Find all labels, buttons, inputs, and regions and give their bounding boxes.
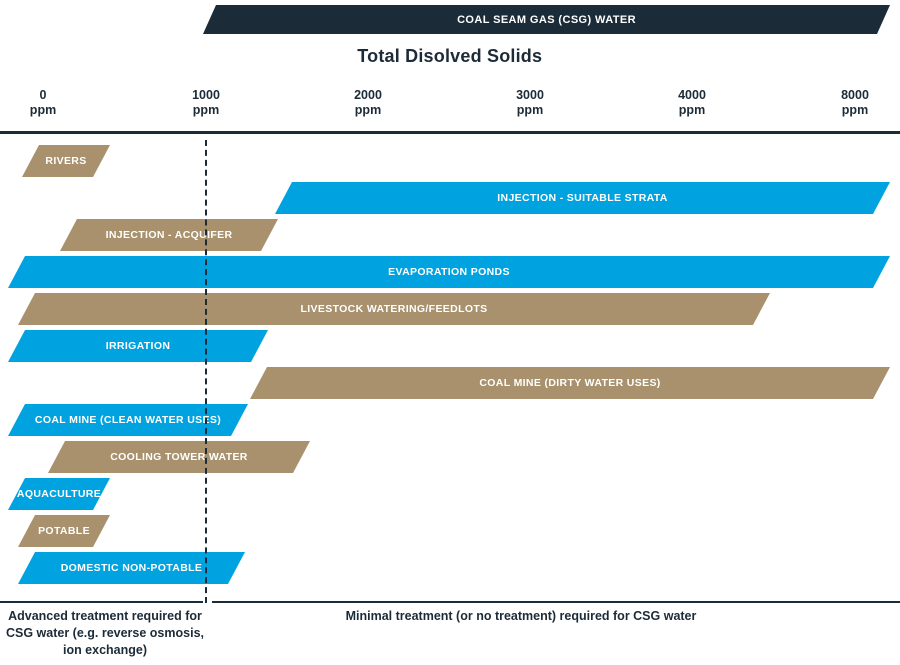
bar-label: COOLING TOWER WATER — [110, 451, 248, 463]
axis-tick-unit: ppm — [516, 103, 544, 117]
bar-aquaculture[interactable]: AQUACULTURE — [8, 478, 110, 510]
axis-tick-unit: ppm — [678, 103, 706, 117]
bar-livestock-watering-feedlots[interactable]: LIVESTOCK WATERING/FEEDLOTS — [18, 293, 770, 325]
bar-label: DOMESTIC NON-POTABLE — [60, 562, 203, 574]
axis-line — [0, 131, 900, 134]
bar-label: AQUACULTURE — [16, 488, 102, 500]
chart-title: Total Disolved Solids — [357, 46, 543, 66]
bar-label: LIVESTOCK WATERING/FEEDLOTS — [300, 303, 488, 315]
bar-coal-mine-clean-water-uses[interactable]: COAL MINE (CLEAN WATER USES) — [8, 404, 248, 436]
threshold-divider-line — [205, 140, 207, 603]
axis-tick-value: 8000 — [841, 88, 869, 102]
bar-injection-acquifer[interactable]: INJECTION - ACQUIFER — [60, 219, 278, 251]
footer-note-minimal-treatment: Minimal treatment (or no treatment) requ… — [345, 609, 697, 623]
bar-cooling-tower-water[interactable]: COOLING TOWER WATER — [48, 441, 310, 473]
bar-label: INJECTION - ACQUIFER — [105, 229, 233, 241]
bar-irrigation[interactable]: IRRIGATION — [8, 330, 268, 362]
header-banner-title: COAL SEAM GAS (CSG) WATER — [457, 13, 636, 26]
axis-tick-unit: ppm — [354, 103, 382, 117]
axis-tick-value: 1000 — [192, 88, 220, 102]
bar-domestic-non-potable[interactable]: DOMESTIC NON-POTABLE — [18, 552, 245, 584]
bar-coal-mine-dirty-water-uses[interactable]: COAL MINE (DIRTY WATER USES) — [250, 367, 890, 399]
axis-tick-unit: ppm — [192, 103, 220, 117]
bars-plot-area: RIVERS INJECTION - SUITABLE STRATA INJECTI… — [0, 140, 900, 600]
bar-injection-suitable-strata[interactable]: INJECTION - SUITABLE STRATA — [275, 182, 890, 214]
bar-label: COAL MINE (DIRTY WATER USES) — [479, 377, 661, 389]
bar-label: POTABLE — [38, 525, 90, 537]
axis-tick-value: 0 — [39, 88, 47, 102]
bar-label: IRRIGATION — [105, 340, 171, 352]
axis-tick-value: 3000 — [516, 88, 544, 102]
header-banner: COAL SEAM GAS (CSG) WATER — [203, 5, 890, 34]
bar-evaporation-ponds[interactable]: EVAPORATION PONDS — [8, 256, 890, 288]
bar-label: RIVERS — [45, 155, 87, 167]
bar-rivers[interactable]: RIVERS — [22, 145, 110, 177]
footer-note-advanced-treatment: Advanced treatment required for CSG wate… — [5, 609, 204, 657]
bar-label: EVAPORATION PONDS — [388, 266, 510, 278]
bar-label: COAL MINE (CLEAN WATER USES) — [34, 414, 222, 426]
axis-tick-unit: ppm — [29, 103, 57, 117]
axis-tick-value: 4000 — [678, 88, 706, 102]
footer-rule-left — [0, 601, 203, 603]
axis-tick-unit: ppm — [841, 103, 869, 117]
bar-label: INJECTION - SUITABLE STRATA — [497, 192, 668, 204]
axis-tick-value: 2000 — [354, 88, 382, 102]
footer-rule-right — [212, 601, 900, 603]
bar-potable[interactable]: POTABLE — [18, 515, 110, 547]
